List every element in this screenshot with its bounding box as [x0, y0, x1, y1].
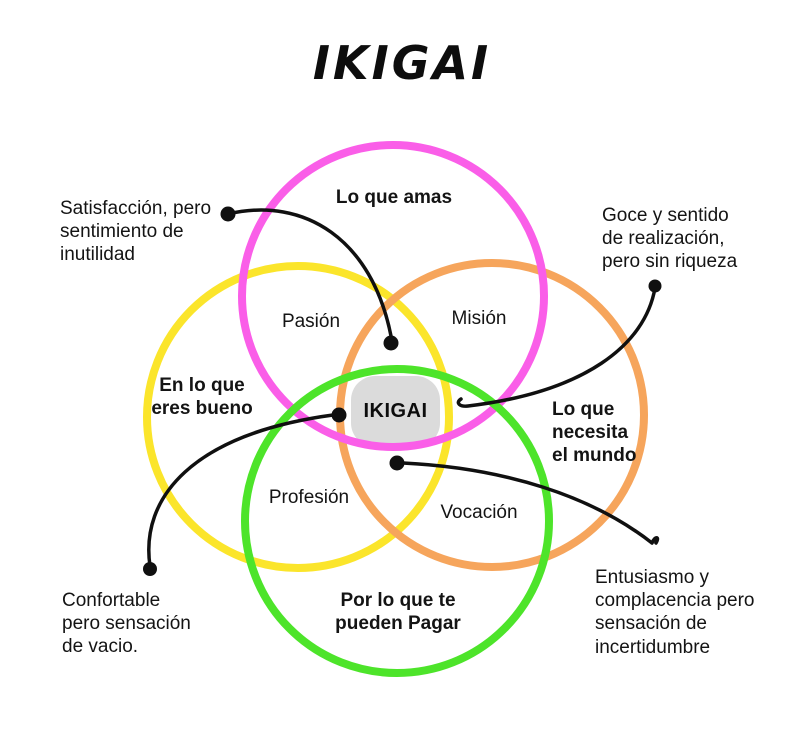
circle-label-paid-for: Por lo que te pueden Pagar: [335, 590, 461, 635]
magenta-circle-love: [238, 141, 548, 451]
intersection-label-vocation: Vocación: [440, 502, 518, 523]
intersection-label-mission: Misión: [451, 308, 507, 329]
intersection-label-passion: Pasión: [281, 311, 341, 332]
annotation-top-left: Satisfacción, pero sentimiento de inutil…: [60, 198, 212, 266]
annotation-top-right: Goce y sentido de realización, pero sin …: [602, 205, 738, 273]
annotation-bottom-left: Confortable pero sensación de vacio.: [62, 590, 191, 658]
annotation-bottom-right: Entusiasmo y complacencia pero sensación…: [595, 567, 755, 658]
circle-label-love: Lo que amas: [335, 187, 453, 208]
page-title: IKIGAI: [312, 36, 492, 90]
yellow-circle-good-at: [143, 262, 453, 572]
circle-label-world-needs: Lo que necesita el mundo: [552, 399, 637, 467]
green-circle-paid-for: [241, 365, 553, 677]
ikigai-center-box: [351, 376, 440, 447]
circle-label-good-at: En lo que eres bueno: [151, 375, 253, 420]
connector-top-right: [456, 279, 662, 408]
intersection-label-profession: Profesión: [268, 487, 350, 508]
connector-top-left: [220, 206, 399, 351]
ikigai-center-label: IKIGAI: [363, 400, 428, 422]
connector-bottom-left: [143, 407, 347, 576]
connector-bottom-right: [389, 455, 660, 545]
